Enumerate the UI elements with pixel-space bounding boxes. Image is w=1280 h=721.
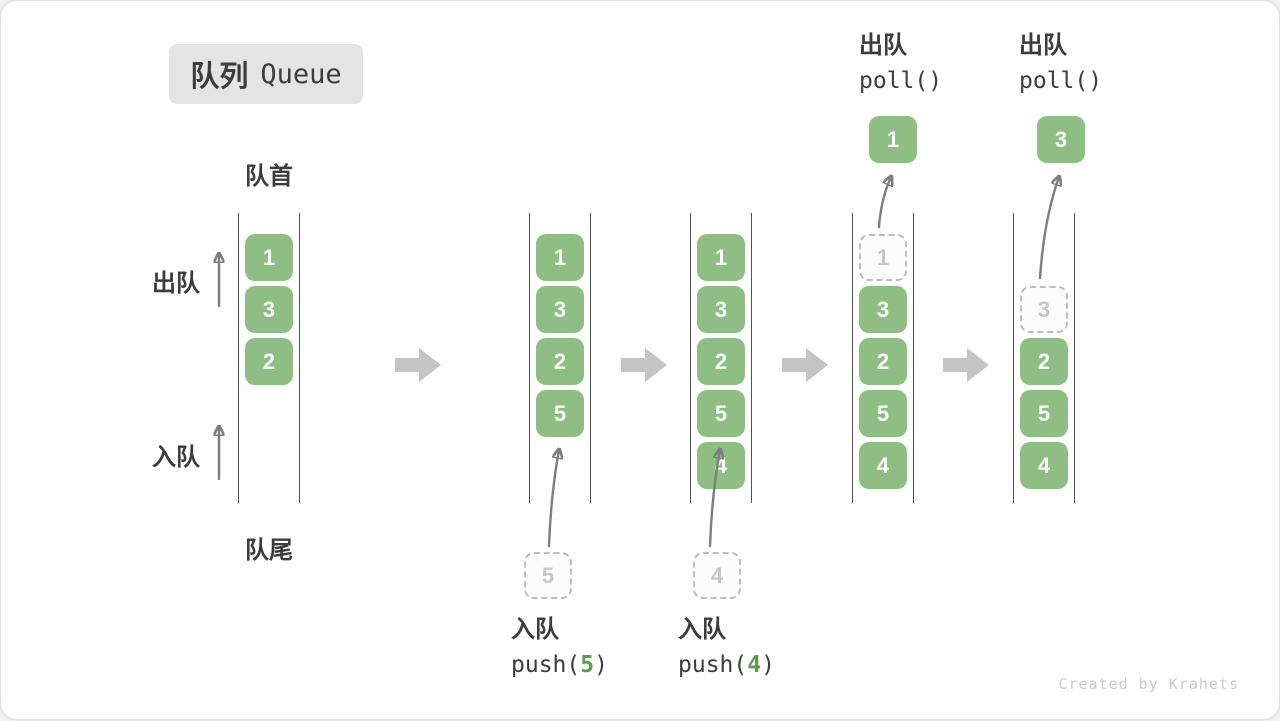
watermark: Created by Krahets: [1058, 675, 1239, 693]
label-dequeue: 出队: [152, 270, 200, 297]
incoming-item-dashed: 5: [524, 552, 572, 599]
queue-item: 2: [245, 338, 293, 385]
queue-item: 3: [697, 286, 745, 333]
code-arg: 4: [747, 652, 762, 678]
queue-item: 1: [245, 234, 293, 281]
queue-item: 5: [536, 390, 584, 437]
transition-arrow-icon: [782, 348, 828, 382]
queue-item: 4: [697, 442, 745, 489]
queue-column-2: [529, 213, 591, 503]
label-queue-rear: 队尾: [245, 537, 293, 564]
queue-item: 4: [859, 442, 907, 489]
queue-item: 5: [1020, 390, 1068, 437]
queue-item-removed-dashed: 3: [1020, 286, 1068, 333]
code-text: push(: [678, 652, 748, 678]
op-label: 入队: [678, 616, 726, 643]
transition-arrow-shape: [621, 348, 667, 382]
transition-arrow-icon: [395, 348, 441, 382]
poll-annotation-2: 出队 poll(): [1019, 31, 1102, 96]
code-text: push(: [511, 652, 581, 678]
queue-column-3: [690, 213, 752, 503]
queue-item: 3: [859, 286, 907, 333]
queue-item: 2: [859, 338, 907, 385]
code-arg: 5: [580, 652, 595, 678]
label-queue-front: 队首: [245, 163, 293, 190]
queue-column-4: [852, 213, 914, 503]
queue-column-1: [238, 213, 300, 503]
queue-item: 5: [859, 390, 907, 437]
incoming-item-dashed: 4: [693, 552, 741, 599]
queue-column-5: [1013, 213, 1075, 503]
op-code: poll(): [859, 68, 943, 94]
transition-arrow-shape: [782, 348, 828, 382]
title-badge: 队列 Queue: [169, 44, 363, 104]
op-label: 入队: [511, 616, 559, 643]
title-en: Queue: [260, 58, 342, 90]
op-code: push(5): [511, 650, 608, 680]
transition-arrow-icon: [943, 348, 989, 382]
transition-arrow-shape: [395, 348, 441, 382]
op-code: poll(): [1019, 68, 1103, 94]
op-label: 出队: [859, 32, 907, 59]
transition-arrow-shape: [943, 348, 989, 382]
transition-arrow-icon: [621, 348, 667, 382]
title-zh: 队列: [190, 61, 249, 93]
queue-item: 3: [245, 286, 293, 333]
queue-item: 5: [697, 390, 745, 437]
code-text: ): [761, 652, 775, 678]
code-text: ): [594, 652, 608, 678]
poll-annotation-1: 出队 poll(): [859, 31, 942, 96]
popped-item: 1: [869, 116, 917, 163]
enqueue-annotation-2: 入队 push(4): [678, 615, 775, 680]
queue-item: 1: [536, 234, 584, 281]
queue-item: 2: [536, 338, 584, 385]
queue-item: 2: [1020, 338, 1068, 385]
op-code: push(4): [678, 650, 775, 680]
queue-item: 2: [697, 338, 745, 385]
queue-item: 3: [536, 286, 584, 333]
op-label: 出队: [1019, 32, 1067, 59]
queue-item: 4: [1020, 442, 1068, 489]
queue-item: 1: [697, 234, 745, 281]
popped-item: 3: [1037, 116, 1085, 163]
label-enqueue: 入队: [152, 444, 200, 471]
queue-item-removed-dashed: 1: [859, 234, 907, 281]
enqueue-annotation-1: 入队 push(5): [511, 615, 608, 680]
